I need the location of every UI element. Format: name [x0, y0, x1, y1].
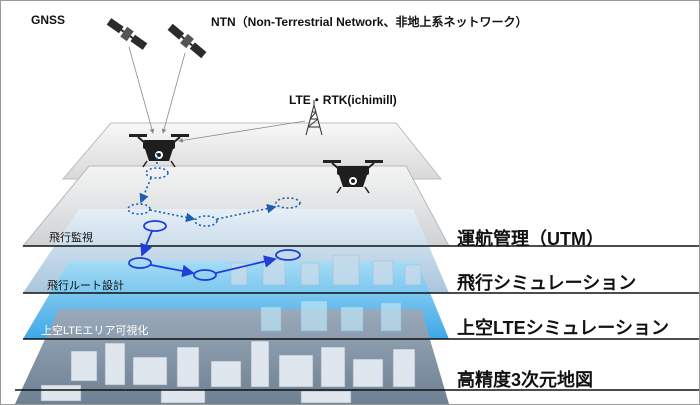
monitoring-path: [127, 153, 301, 227]
layer-separators: [15, 245, 699, 391]
drone-icon: [323, 160, 383, 194]
side-label-flight-sim: 飛行シミュレーション: [457, 273, 637, 293]
drone-icon: [129, 134, 189, 168]
side-label-utm: 運航管理（UTM）: [457, 229, 604, 249]
city-buildings: [40, 340, 416, 404]
layer-label-flight-route: 飛行ルート設計: [47, 280, 124, 292]
lte-rtk-label: LTE・RTK(ichimill): [289, 93, 397, 107]
satellite-icon: [167, 23, 207, 59]
satellite-icon: [106, 18, 148, 50]
top-drone-plane: [61, 122, 443, 180]
sim-buildings: [230, 254, 422, 286]
layer-label-lte-area: 上空LTEエリア可視化: [41, 325, 149, 337]
layer-label-flight-monitoring: 飛行監視: [49, 232, 93, 244]
side-label-3d-map: 高精度3次元地図: [457, 370, 594, 390]
lte-buildings: [260, 300, 402, 332]
gnss-label: GNSS: [31, 13, 66, 27]
ntn-label: NTN（Non-Terrestrial Network、非地上系ネットワーク）: [211, 15, 528, 29]
signal-lines: [128, 46, 306, 143]
route-path: [128, 220, 301, 281]
side-label-lte-sim: 上空LTEシミュレーション: [457, 318, 669, 338]
cell-tower-icon: [305, 100, 323, 136]
